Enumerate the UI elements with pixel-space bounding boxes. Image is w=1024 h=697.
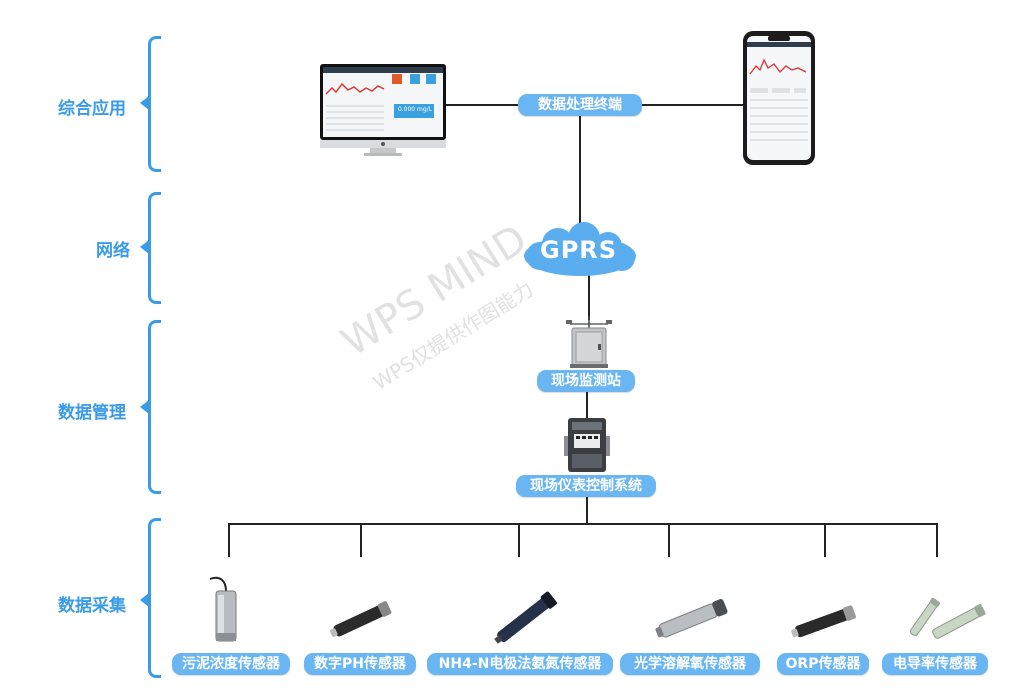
- layer-brace-tip-data-management: [140, 400, 149, 414]
- field-instrument-control-system: 现场仪表控制系统: [516, 475, 656, 497]
- sludge-concentration-sensor-icon: [209, 576, 237, 642]
- sensor-orp: ORP传感器: [777, 653, 869, 675]
- connector-terminal-gprs: [579, 116, 581, 228]
- control-system-icon: [564, 418, 610, 472]
- drop-sensor-4: [668, 523, 670, 557]
- sensor-digital-ph: 数字PH传感器: [304, 653, 416, 675]
- optical-do-sensor-icon: [655, 599, 728, 638]
- connector-station-control: [586, 390, 588, 418]
- drop-sensor-3: [518, 523, 520, 557]
- connector-terminal-phone: [640, 104, 744, 106]
- nh4n-sensor-icon: [494, 591, 557, 644]
- layer-label-network: 网络: [96, 241, 130, 261]
- layer-label-application: 综合应用: [58, 99, 126, 119]
- sensor-optical-dissolved-oxygen: 光学溶解氧传感器: [620, 653, 760, 675]
- monitor-reading: 0.000 mg/L: [397, 106, 433, 113]
- drop-sensor-2: [360, 523, 362, 557]
- layer-brace-tip-application: [140, 96, 149, 110]
- gprs-cloud-icon: [524, 222, 636, 276]
- monitoring-station-icon: [566, 316, 612, 368]
- gprs-label: GPRS: [540, 236, 618, 264]
- layer-brace-data-collection: [148, 518, 161, 678]
- layer-brace-tip-network: [140, 240, 149, 254]
- layer-brace-data-management: [148, 320, 161, 494]
- layer-label-data-management: 数据管理: [58, 403, 126, 423]
- connector-control-bus: [586, 496, 588, 524]
- digital-ph-sensor-icon: [330, 601, 392, 637]
- sensor-sludge-concentration: 污泥浓度传感器: [172, 653, 290, 675]
- layer-brace-network: [148, 192, 161, 304]
- conductivity-sensor-icon: [909, 597, 986, 639]
- smartphone-icon: [743, 31, 815, 165]
- sensor-bus: [228, 523, 938, 525]
- sensor-nh4n-electrode: NH4-N电极法氨氮传感器: [427, 653, 613, 675]
- monitoring-station: 现场监测站: [537, 370, 635, 392]
- layer-brace-application: [148, 36, 161, 172]
- orp-sensor-icon: [791, 605, 856, 638]
- drop-sensor-5: [824, 523, 826, 557]
- connector-gprs-station: [588, 275, 590, 320]
- layer-label-data-collection: 数据采集: [58, 596, 126, 616]
- drop-sensor-6: [936, 523, 938, 557]
- desktop-monitor-icon: [320, 64, 446, 156]
- sensor-conductivity: 电导率传感器: [882, 653, 988, 675]
- connector-monitor-terminal: [440, 104, 520, 106]
- data-processing-terminal: 数据处理终端: [518, 94, 642, 116]
- drop-sensor-1: [228, 523, 230, 557]
- layer-brace-tip-data-collection: [140, 593, 149, 607]
